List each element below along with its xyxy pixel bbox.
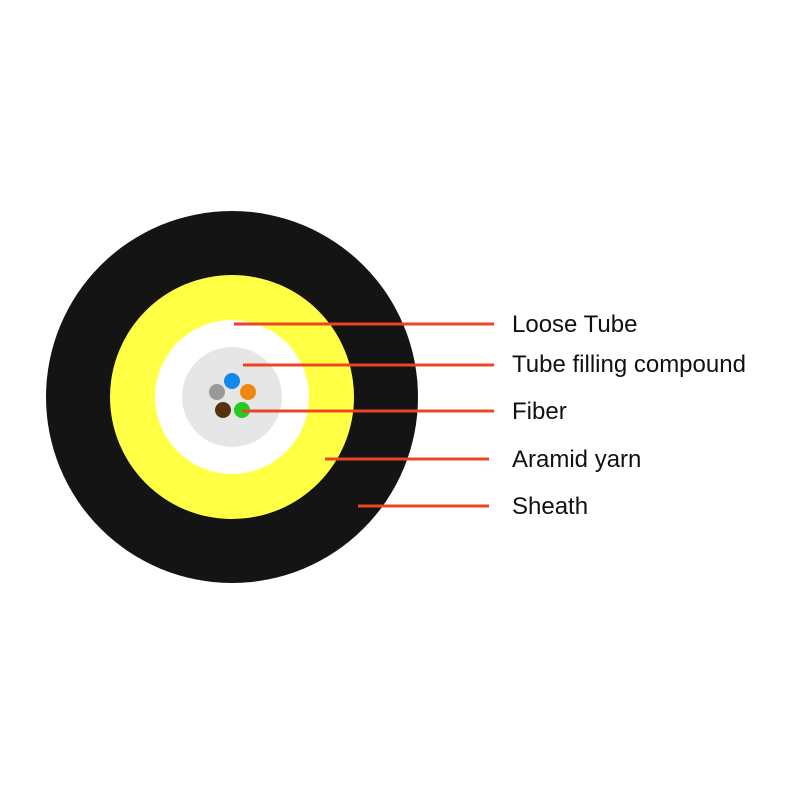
label-filling-compound: Tube filling compound xyxy=(512,351,746,378)
fiber-gray xyxy=(209,384,225,400)
fiber-brown xyxy=(215,402,231,418)
filling-compound-layer xyxy=(182,347,282,447)
label-fiber: Fiber xyxy=(512,398,567,425)
label-loose-tube: Loose Tube xyxy=(512,311,637,338)
fiber-orange xyxy=(240,384,256,400)
fiber-blue xyxy=(224,373,240,389)
label-sheath: Sheath xyxy=(512,493,588,520)
label-aramid-yarn: Aramid yarn xyxy=(512,446,641,473)
